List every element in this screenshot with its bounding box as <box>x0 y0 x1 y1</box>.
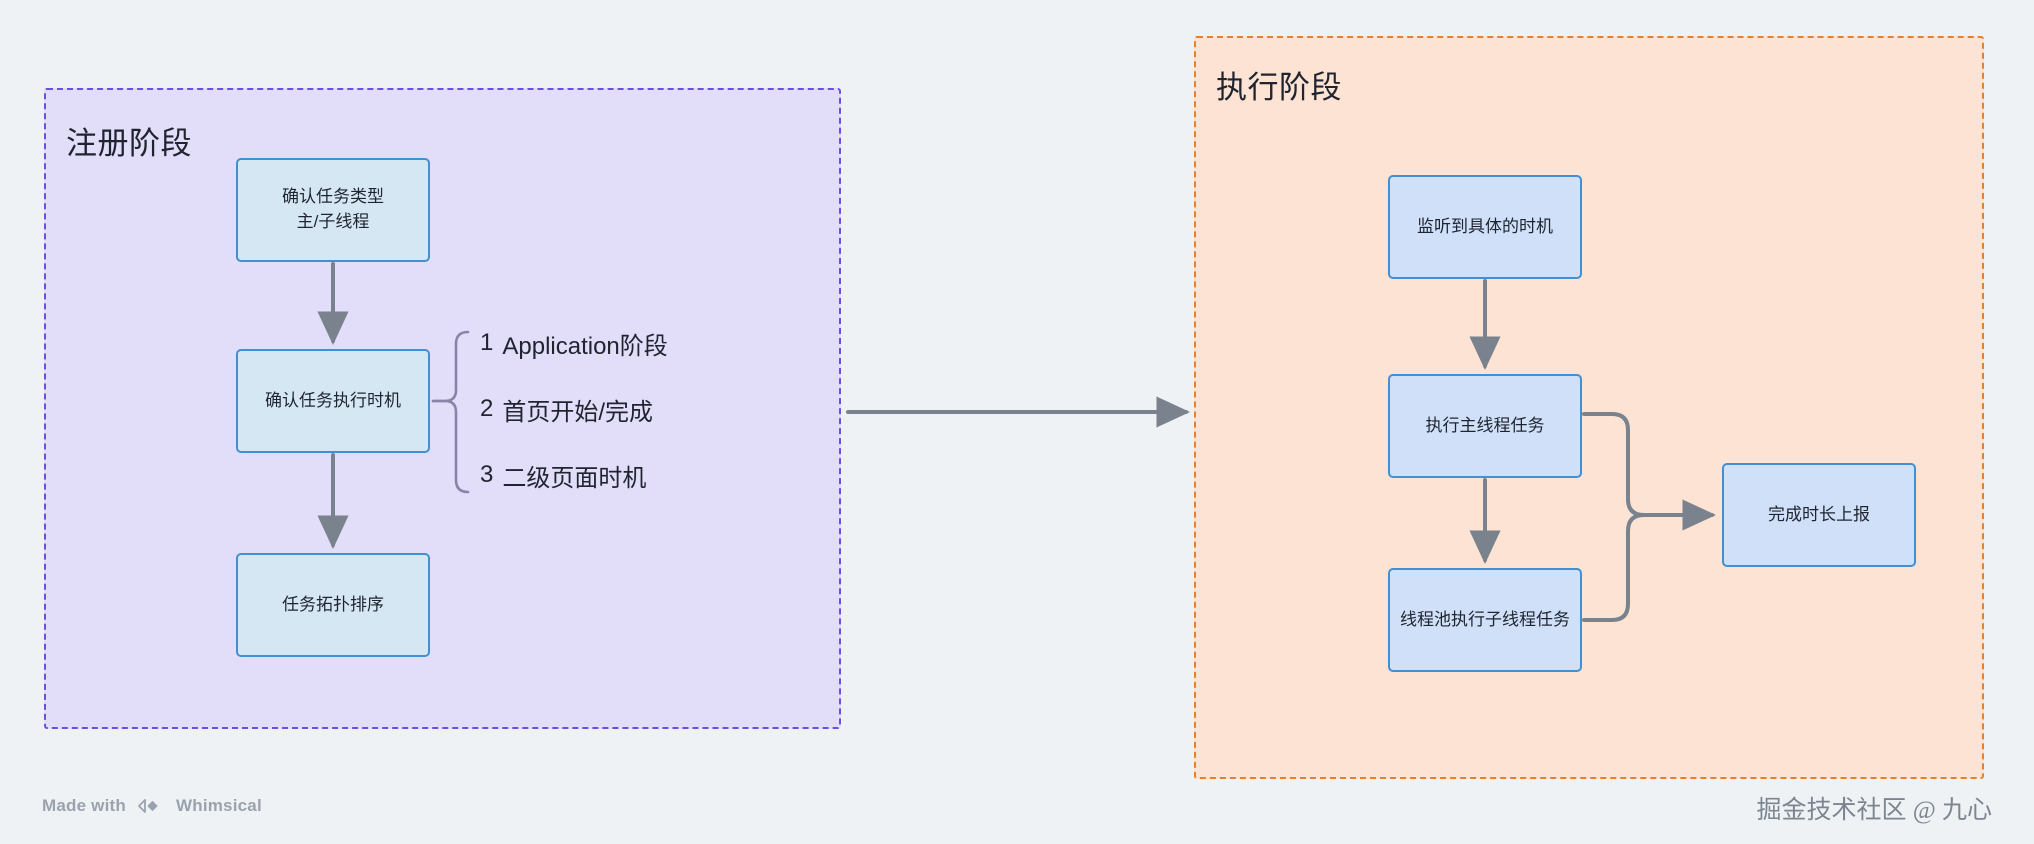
node-label: 执行主线程任务 <box>1425 415 1545 435</box>
node-label: 任务拓扑排序 <box>282 594 384 614</box>
list-item-label: Application阶段 <box>502 332 668 360</box>
list-item-number: 1 <box>480 329 494 356</box>
node-label: 线程池执行子线程任务 <box>1400 609 1570 629</box>
list-item-label: 二级页面时机 <box>502 464 647 492</box>
list-item[interactable]: 2 首页开始/完成 <box>480 376 750 442</box>
node-task-topological-sort[interactable]: 任务拓扑排序 <box>236 553 430 657</box>
list-item-label: 首页开始/完成 <box>502 398 654 426</box>
node-label: 确认任务执行时机 <box>265 390 401 410</box>
made-with-label: Made with <box>42 796 126 815</box>
node-execute-main-thread-task[interactable]: 执行主线程任务 <box>1388 374 1582 478</box>
node-report-completion-duration[interactable]: 完成时长上报 <box>1722 463 1916 567</box>
list-item-number: 2 <box>480 395 494 422</box>
group-panel-execute[interactable]: 执行阶段 <box>1194 36 1984 779</box>
node-label: 监听到具体的时机 <box>1417 216 1553 236</box>
node-listen-specific-timing[interactable]: 监听到具体的时机 <box>1388 175 1582 279</box>
list-item[interactable]: 3 二级页面时机 <box>480 442 750 508</box>
group-title-execute: 执行阶段 <box>1216 70 1342 105</box>
list-item[interactable]: 1 Application阶段 <box>480 310 750 376</box>
whimsical-logo-icon <box>136 795 166 817</box>
node-label: 完成时长上报 <box>1768 504 1870 524</box>
node-confirm-task-timing[interactable]: 确认任务执行时机 <box>236 349 430 453</box>
author-credit-watermark: 掘金技术社区 @ 九心 <box>1756 797 1992 824</box>
node-confirm-task-type[interactable]: 确认任务类型 主/子线程 <box>236 158 430 262</box>
timing-options-list: 1 Application阶段 2 首页开始/完成 3 二级页面时机 <box>452 310 752 510</box>
node-threadpool-execute-sub-thread-task[interactable]: 线程池执行子线程任务 <box>1388 568 1582 672</box>
made-with-whimsical-watermark[interactable]: Made with Whimsical <box>42 795 262 817</box>
whimsical-brand-label: Whimsical <box>175 796 262 815</box>
list-item-number: 3 <box>480 461 494 488</box>
node-label: 确认任务类型 主/子线程 <box>282 187 384 231</box>
group-title-register: 注册阶段 <box>66 126 192 161</box>
